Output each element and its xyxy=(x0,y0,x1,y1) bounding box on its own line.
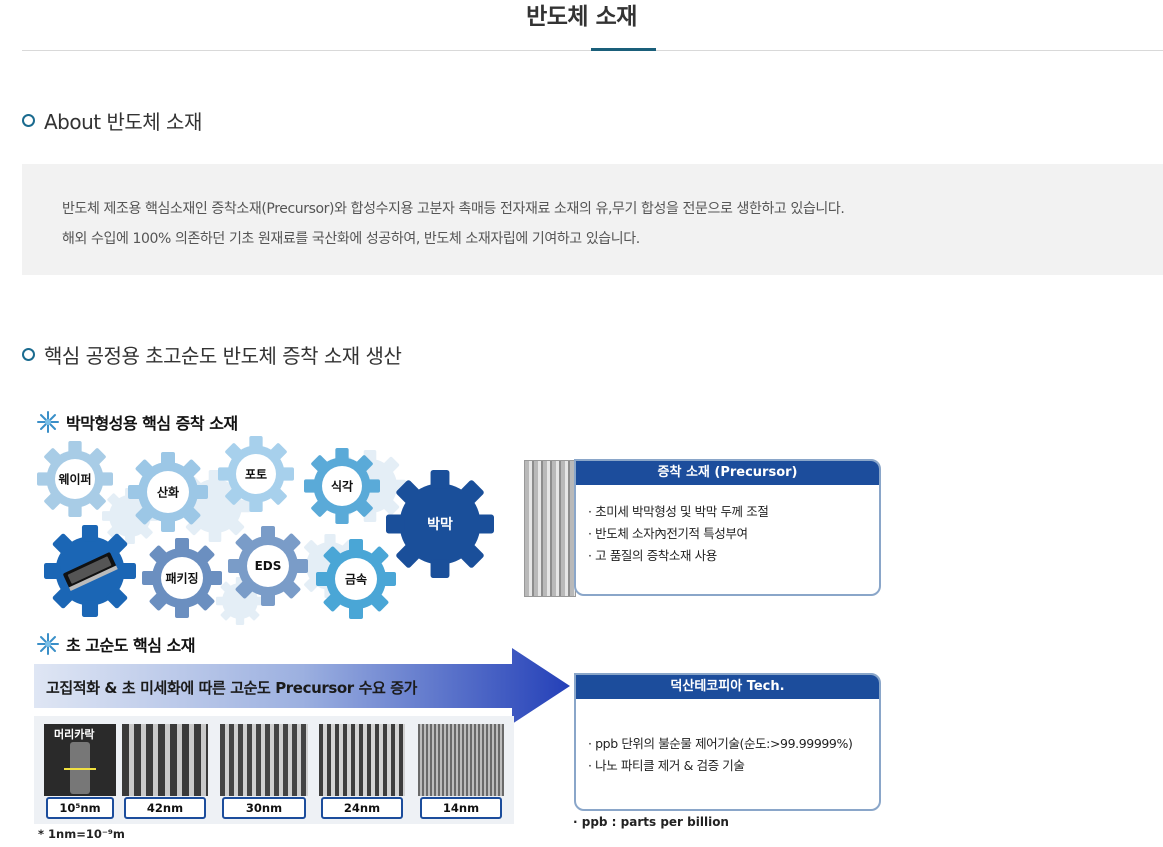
circle-bullet-icon xyxy=(22,114,35,127)
tech-feature-list: · ppb 단위의 불순물 제어기술(순도:>99.99999%) · 나노 파… xyxy=(576,699,879,777)
production-heading-text: 핵심 공정용 초고순도 반도체 증착 소재 생산 xyxy=(44,344,402,368)
scale-label: 14nm xyxy=(420,797,502,819)
high-purity-subheading: 초 고순도 핵심 소재 xyxy=(36,632,195,656)
tech-box-title: 덕산테코피아 Tech. xyxy=(576,675,879,699)
scale-item-42nm: 42nm xyxy=(122,724,208,819)
title-accent-bar xyxy=(591,48,656,51)
tech-info-box: 덕산테코피아 Tech. · ppb 단위의 불순물 제어기술(순도:>99.9… xyxy=(574,673,881,811)
precursor-feature-item: · 초미세 박막형성 및 박막 두께 조절 xyxy=(588,504,769,519)
unit-footnote: * 1nm=10⁻⁹m xyxy=(38,827,125,841)
gear-label-metal: 금속 xyxy=(344,572,368,587)
feature-scale-strip: 머리카락 10⁵nm 42nm 30nm 24nm 14nm xyxy=(34,716,514,824)
arrow-caption: 고집적화 & 초 미세화에 따른 고순도 Precursor 수요 증가 xyxy=(46,679,418,697)
scale-label: 42nm xyxy=(124,797,206,819)
page-title: 반도체 소재 xyxy=(526,4,637,30)
about-heading: About 반도체 소재 xyxy=(22,106,202,135)
production-heading: 핵심 공정용 초고순도 반도체 증착 소재 생산 xyxy=(22,340,402,369)
wafer-chip-icon xyxy=(63,552,118,592)
precursor-feature-list: · 초미세 박막형성 및 박막 두께 조절 · 반도체 소자內전기적 특성부여 … xyxy=(576,485,879,567)
about-heading-text: About 반도체 소재 xyxy=(44,110,202,134)
high-purity-title: 초 고순도 핵심 소재 xyxy=(66,636,195,655)
gear-label-etch: 식각 xyxy=(330,479,354,494)
sem-24nm-image xyxy=(319,724,405,796)
gear-graphics xyxy=(37,436,494,625)
process-gear-diagram: 웨이퍼 산화 포토 식각 박막 패키징 EDS 금속 xyxy=(30,436,510,626)
gear-label-packaging: 패키징 xyxy=(165,571,199,586)
scale-label: 30nm xyxy=(222,797,306,819)
thin-film-title: 박막형성용 핵심 증착 소재 xyxy=(66,414,238,433)
about-line-1: 반도체 제조용 핵심소재인 증착소재(Precursor)와 합성수지용 고분자… xyxy=(62,201,845,217)
demand-increase-arrow xyxy=(34,648,570,724)
snowflake-icon xyxy=(37,633,59,655)
gear-label-eds: EDS xyxy=(254,559,282,573)
precursor-feature-item: · 반도체 소자內전기적 특성부여 xyxy=(588,526,748,541)
scale-item-30nm: 30nm xyxy=(220,724,308,819)
sem-30nm-image xyxy=(220,724,308,796)
circle-bullet-icon xyxy=(22,348,35,361)
thin-film-subheading: 박막형성용 핵심 증착 소재 xyxy=(36,410,238,434)
hair-image: 머리카락 xyxy=(44,724,116,796)
sem-cross-section-image xyxy=(524,460,576,597)
gear-label-photo: 포토 xyxy=(244,467,268,482)
hair-label: 머리카락 xyxy=(54,728,95,741)
tech-feature-item: · ppb 단위의 불순물 제어기술(순도:>99.99999%) xyxy=(588,736,853,751)
page-header: 반도체 소재 xyxy=(0,0,1163,50)
scale-item-hair: 머리카락 10⁵nm xyxy=(44,724,116,819)
scale-label: 10⁵nm xyxy=(46,797,114,819)
scale-item-14nm: 14nm xyxy=(418,724,504,819)
about-line-2: 해외 수입에 100% 의존하던 기초 원재료를 국산화에 성공하여, 반도체 … xyxy=(62,231,640,247)
about-description-box: 반도체 제조용 핵심소재인 증착소재(Precursor)와 합성수지용 고분자… xyxy=(22,164,1163,275)
snowflake-icon xyxy=(37,411,59,433)
sem-14nm-image xyxy=(418,724,504,796)
tech-feature-item: · 나노 파티클 제거 & 검증 기술 xyxy=(588,758,745,773)
gear-label-oxidation: 산화 xyxy=(156,485,180,500)
sem-42nm-image xyxy=(122,724,208,796)
gear-label-thin-film: 박막 xyxy=(427,517,453,533)
ppb-footnote: · ppb : parts per billion xyxy=(573,815,729,829)
precursor-box-title: 증착 소재 (Precursor) xyxy=(576,461,879,485)
scale-label: 24nm xyxy=(321,797,403,819)
precursor-info-box: 증착 소재 (Precursor) · 초미세 박막형성 및 박막 두께 조절 … xyxy=(574,459,881,596)
gear-label-wafer: 웨이퍼 xyxy=(58,472,92,487)
precursor-feature-item: · 고 품질의 증착소재 사용 xyxy=(588,548,717,563)
scale-item-24nm: 24nm xyxy=(319,724,405,819)
